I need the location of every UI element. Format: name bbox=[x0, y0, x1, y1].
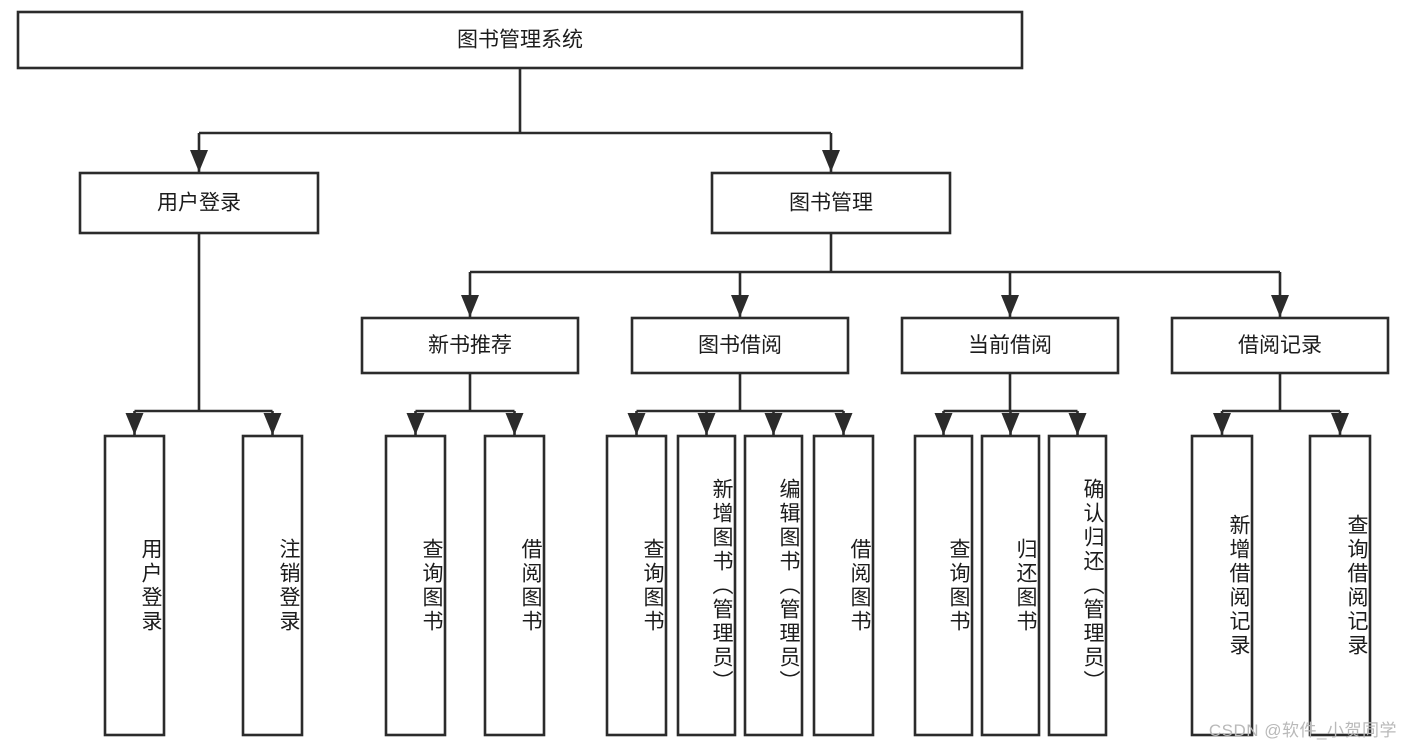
arrow-to-book-manage bbox=[822, 150, 840, 172]
node-label-book-borrow: 图书借阅 bbox=[698, 334, 782, 357]
csdn-watermark: CSDN @软件_小贺同学 bbox=[1208, 721, 1397, 740]
root-node-label: 图书管理系统 bbox=[457, 29, 583, 52]
node-box-leaf-query-book-3[interactable] bbox=[913, 434, 974, 737]
arrow-to-leaf-return-book bbox=[1001, 413, 1020, 435]
node-label-book-manage: 图书管理 bbox=[789, 192, 873, 215]
arrow-to-current-borrow bbox=[1001, 295, 1019, 317]
node-label-new-book-recommend: 新书推荐 bbox=[428, 334, 512, 357]
arrow-to-leaf-edit-book bbox=[764, 413, 783, 435]
arrow-to-leaf-add-book bbox=[697, 413, 716, 435]
arrow-to-leaf-query-book-3 bbox=[934, 413, 953, 435]
node-label-user-login: 用户登录 bbox=[157, 192, 241, 215]
arrow-to-leaf-query-book-2 bbox=[627, 413, 646, 435]
node-box-leaf-borrow-book-2[interactable] bbox=[812, 434, 875, 737]
node-box-leaf-user-login[interactable] bbox=[103, 434, 166, 737]
node-box-leaf-query-book-2[interactable] bbox=[605, 434, 668, 737]
node-box-leaf-borrow-book-1[interactable] bbox=[483, 434, 546, 737]
node-box-leaf-return-book[interactable] bbox=[980, 434, 1041, 737]
root-node-box[interactable] bbox=[16, 10, 1024, 70]
node-box-leaf-add-borrow-rec[interactable] bbox=[1190, 434, 1254, 737]
node-box-new-book-recommend[interactable] bbox=[360, 316, 580, 375]
arrow-to-leaf-confirm-return bbox=[1068, 413, 1087, 435]
arrow-to-leaf-user-login bbox=[125, 413, 144, 435]
node-box-user-login[interactable] bbox=[78, 171, 320, 235]
arrow-to-book-borrow bbox=[731, 295, 749, 317]
arrow-to-borrow-record bbox=[1271, 295, 1289, 317]
arrow-to-leaf-borrow-book-1 bbox=[505, 413, 524, 435]
node-box-borrow-record[interactable] bbox=[1170, 316, 1390, 375]
arrow-to-leaf-logout-login bbox=[263, 413, 282, 435]
node-box-leaf-add-book[interactable] bbox=[676, 434, 737, 737]
node-box-book-borrow[interactable] bbox=[630, 316, 850, 375]
boxes-layer bbox=[16, 10, 1390, 737]
arrow-to-new-book-recommend bbox=[461, 295, 479, 317]
node-label-current-borrow: 当前借阅 bbox=[968, 334, 1052, 357]
arrow-to-leaf-borrow-book-2 bbox=[834, 413, 853, 435]
node-box-leaf-query-borrow-rec[interactable] bbox=[1308, 434, 1372, 737]
connectors-layer bbox=[125, 68, 1349, 435]
node-box-leaf-confirm-return[interactable] bbox=[1047, 434, 1108, 737]
node-box-current-borrow[interactable] bbox=[900, 316, 1120, 375]
arrow-to-leaf-add-borrow-rec bbox=[1213, 413, 1231, 435]
node-label-borrow-record: 借阅记录 bbox=[1238, 334, 1322, 357]
node-box-book-manage[interactable] bbox=[710, 171, 952, 235]
arrow-to-leaf-query-book-1 bbox=[406, 413, 425, 435]
arrow-to-user-login bbox=[190, 150, 208, 172]
node-box-leaf-edit-book[interactable] bbox=[743, 434, 804, 737]
node-box-leaf-logout-login[interactable] bbox=[241, 434, 304, 737]
node-box-leaf-query-book-1[interactable] bbox=[384, 434, 447, 737]
arrow-to-leaf-query-borrow-rec bbox=[1331, 413, 1349, 435]
